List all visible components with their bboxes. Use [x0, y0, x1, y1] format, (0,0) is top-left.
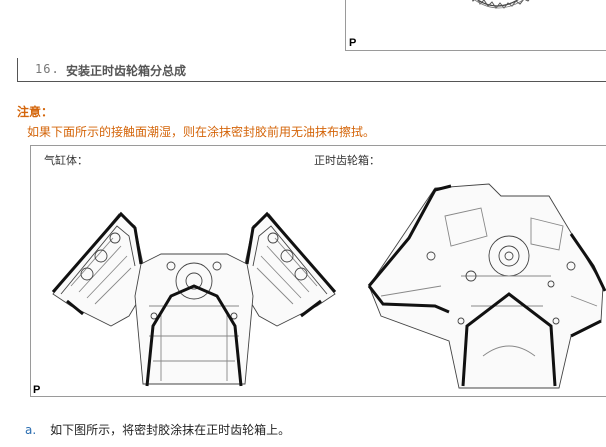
substep-letter: a. [25, 423, 37, 437]
timing-case-illustration [368, 183, 604, 389]
substep-text: 如下图所示，将密封胶涂抹在正时齿轮箱上。 [50, 423, 291, 437]
previous-step-figure: P [345, 0, 606, 51]
note-label: 注意： [17, 105, 54, 119]
step-number: 16. [35, 62, 60, 76]
step-title: 安装正时齿轮箱分总成 [66, 64, 187, 78]
contact-surface-figure: 气缸体： 正时齿轮箱： [30, 145, 606, 397]
cylinder-block-label: 气缸体： [44, 154, 88, 167]
step-heading: 16. 安装正时齿轮箱分总成 [17, 58, 606, 82]
cylinder-block-contact-surface [51, 211, 337, 387]
figure-code: P [33, 384, 41, 396]
cylinder-block-illustration [52, 213, 336, 385]
timing-case-label: 正时齿轮箱： [314, 154, 380, 167]
engine-diagram [51, 183, 606, 389]
substep-a: a. 如下图所示，将密封胶涂抹在正时齿轮箱上。 [25, 421, 290, 438]
note-text: 如果下面所示的接触面潮湿，则在涂抹密封胶前用无油抹布擦拭。 [27, 125, 376, 139]
gear-illustration [472, 0, 530, 9]
timing-case-contact-surface [367, 184, 606, 387]
figure-code: P [349, 37, 357, 49]
